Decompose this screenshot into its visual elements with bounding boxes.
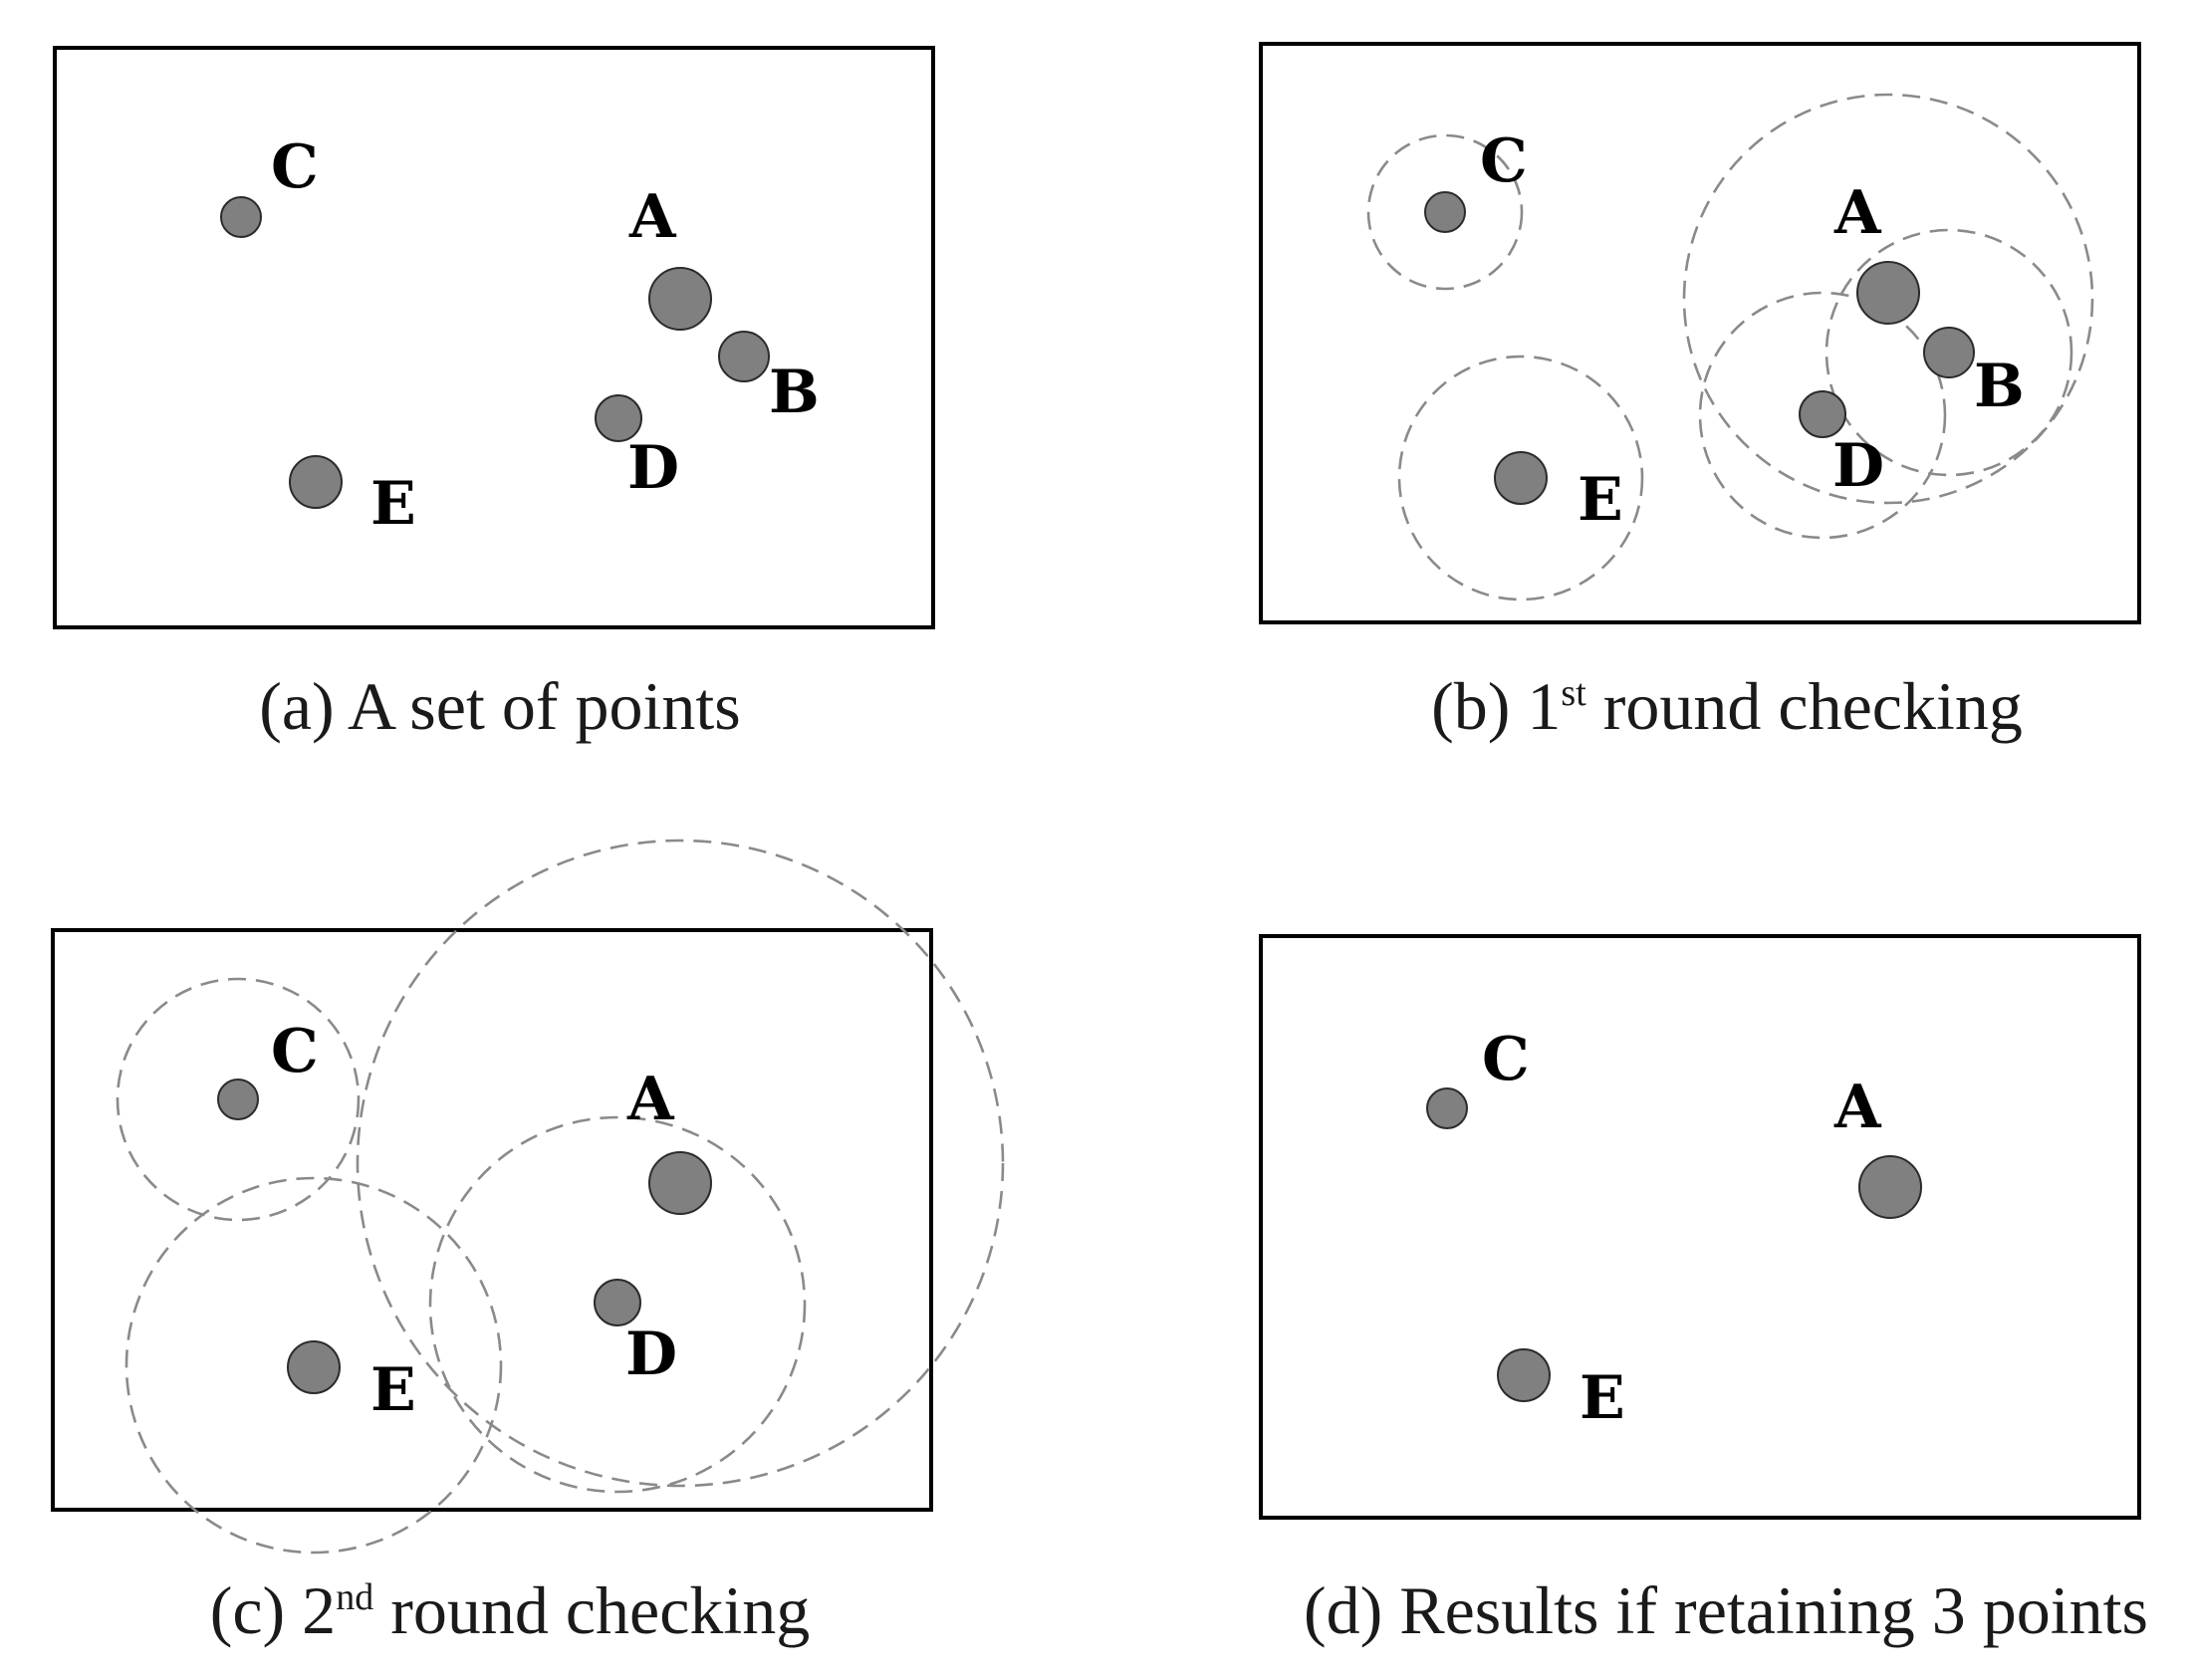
- point-e: [1497, 1348, 1551, 1402]
- dashed-circle-a: [1682, 93, 2094, 505]
- point-a: [648, 267, 712, 331]
- point-b: [1923, 327, 1975, 378]
- point-c: [1424, 191, 1466, 233]
- point-b: [718, 331, 770, 382]
- label-e: E: [370, 469, 416, 539]
- panel-d-frame: [1259, 934, 2141, 1520]
- label-d: D: [627, 433, 679, 503]
- label-a: A: [628, 182, 677, 252]
- dashed-circle-c: [116, 977, 361, 1222]
- panel-a-frame: [53, 46, 935, 629]
- label-d: D: [625, 1320, 677, 1389]
- dashed-circle-e: [124, 1176, 503, 1555]
- dashed-circle-b: [1825, 228, 2073, 477]
- point-a: [648, 1151, 712, 1215]
- point-d: [1799, 390, 1846, 438]
- point-c: [1426, 1087, 1468, 1129]
- label-c: C: [271, 132, 319, 202]
- caption-c: (c) 2nd round checking: [210, 1572, 811, 1648]
- point-a: [1858, 1155, 1922, 1219]
- caption-a: (a) A set of points: [259, 668, 741, 744]
- label-d: D: [1832, 431, 1884, 501]
- dashed-circle-d: [428, 1115, 807, 1494]
- panel-a: C A B D E (a) A set of points: [53, 46, 935, 744]
- label-a: A: [1833, 1073, 1882, 1142]
- dashed-circle-e: [1397, 355, 1644, 601]
- dashed-circle-d: [1698, 291, 1947, 540]
- point-e: [289, 455, 343, 509]
- point-a: [1856, 261, 1920, 325]
- point-c: [220, 196, 262, 238]
- label-a: A: [626, 1065, 675, 1134]
- label-e: E: [1580, 1363, 1625, 1433]
- panel-d: C A E (d) Results if retaining 3 points: [1259, 934, 2148, 1648]
- point-c: [217, 1079, 259, 1120]
- label-e: E: [1578, 465, 1623, 535]
- panel-b-frame: [1259, 42, 2141, 624]
- point-e: [287, 1340, 341, 1394]
- label-c: C: [1482, 1025, 1530, 1094]
- point-d: [594, 1279, 641, 1326]
- caption-d: (d) Results if retaining 3 points: [1304, 1572, 2148, 1648]
- dashed-circle-a: [356, 839, 1005, 1488]
- panel-c: C A D E (c) 2nd round checking: [51, 839, 1005, 1648]
- point-d: [595, 394, 642, 442]
- label-b: B: [769, 358, 820, 427]
- caption-b: (b) 1st round checking: [1431, 668, 2023, 744]
- dashed-circle-c: [1366, 133, 1524, 291]
- label-e: E: [370, 1355, 416, 1425]
- label-b: B: [1974, 352, 2025, 421]
- label-c: C: [271, 1017, 319, 1086]
- point-e: [1494, 451, 1548, 505]
- panel-b: C A B D E (b) 1st round checking: [1259, 42, 2141, 744]
- label-a: A: [1833, 178, 1882, 248]
- label-c: C: [1480, 126, 1528, 196]
